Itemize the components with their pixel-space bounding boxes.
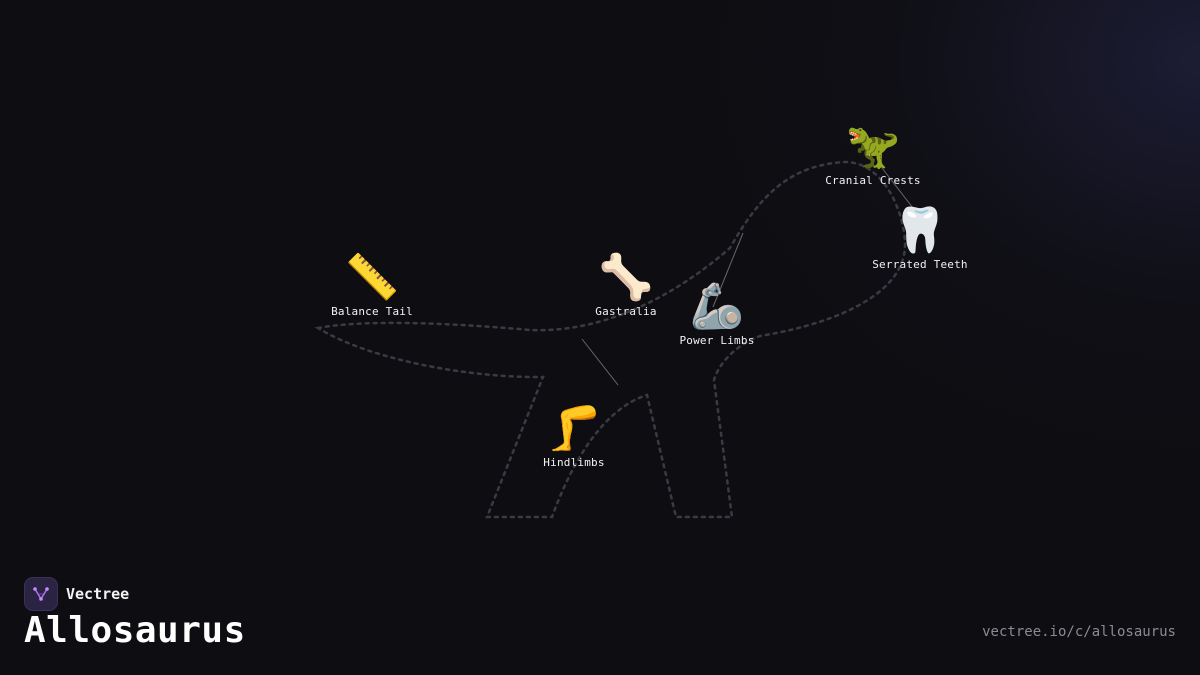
node-cranial-crests[interactable]: 🦖 Cranial Crests [825, 121, 921, 188]
node-label: Balance Tail [331, 305, 413, 318]
node-label: Power Limbs [679, 334, 755, 347]
leg-icon: 🦵 [546, 403, 602, 454]
silhouette-outline [314, 160, 907, 519]
node-serrated-teeth[interactable]: 🦷 Serrated Teeth [872, 205, 968, 272]
bone-icon: 🦴 [598, 252, 654, 303]
tooth-icon: 🦷 [892, 205, 948, 256]
brand[interactable]: Vectree [24, 577, 129, 611]
brand-name: Vectree [66, 585, 130, 603]
connector-neck-limbs [712, 232, 744, 308]
mechanical-arm-icon: 🦾 [689, 281, 745, 332]
node-label: Hindlimbs [543, 456, 605, 469]
connector-crests-teeth [881, 167, 914, 209]
node-label: Gastralia [595, 305, 657, 318]
source-url[interactable]: vectree.io/c/allosaurus [982, 624, 1176, 640]
dinosaur-icon: 🦖 [845, 121, 901, 172]
node-label: Serrated Teeth [872, 258, 968, 271]
page-title: Allosaurus [24, 610, 246, 651]
node-power-limbs[interactable]: 🦾 Power Limbs [679, 281, 755, 348]
node-gastralia[interactable]: 🦴 Gastralia [595, 252, 657, 319]
node-hindlimbs[interactable]: 🦵 Hindlimbs [543, 403, 605, 470]
node-label: Cranial Crests [825, 174, 921, 187]
connector-belly-hindlimbs [581, 338, 619, 386]
vectree-logo-icon [24, 577, 58, 611]
node-balance-tail[interactable]: 📏 Balance Tail [331, 252, 413, 319]
ruler-icon: 📏 [344, 252, 400, 303]
